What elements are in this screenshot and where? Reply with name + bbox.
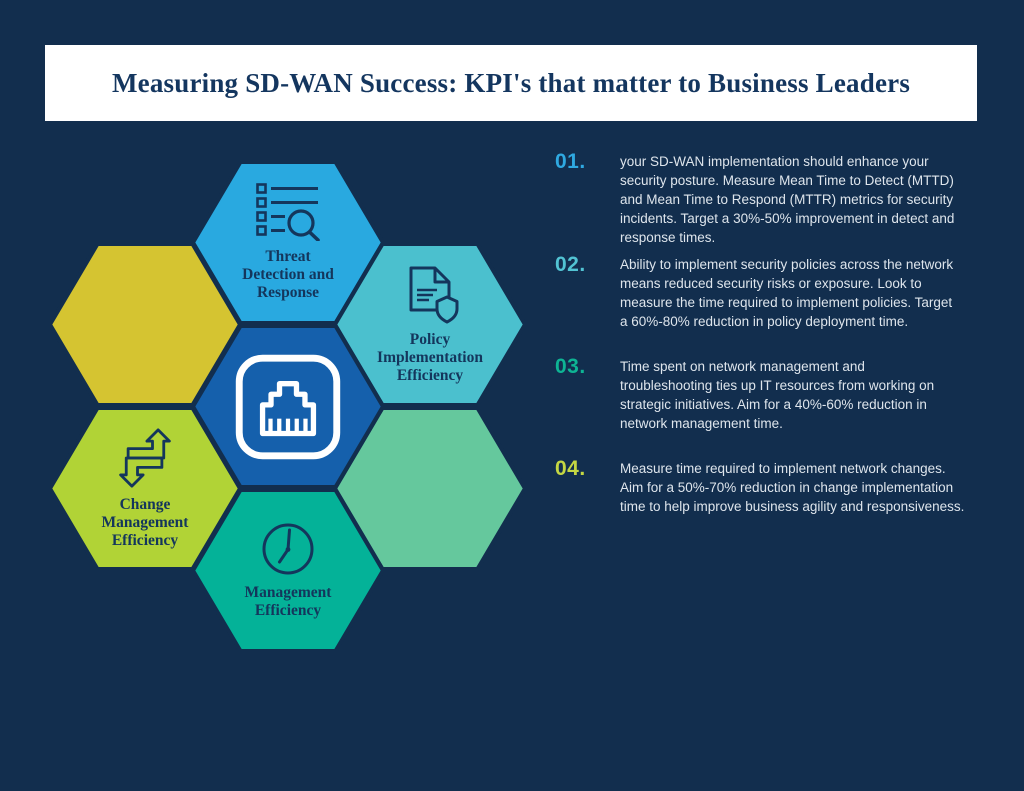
hexagon-shape <box>50 406 240 571</box>
kpi-text: Ability to implement security policies a… <box>620 257 954 329</box>
hexagon-management-efficiency: Management Efficiency <box>193 488 383 653</box>
hexagon-label: Change Management Efficiency <box>101 496 189 549</box>
hexagon-network-center <box>193 324 383 489</box>
hexagon-shape <box>193 160 383 325</box>
document-shield-icon <box>409 266 459 324</box>
kpi-number: 01. <box>555 150 586 173</box>
hexagon-shape <box>50 242 240 407</box>
hexagon-threat-detection: Threat Detection and Response <box>193 160 383 325</box>
hexagon-change-management: Change Management Efficiency <box>50 406 240 571</box>
hexagon-shape <box>193 488 383 653</box>
kpi-text: your SD-WAN implementation should enhanc… <box>620 154 955 245</box>
hexagon-label: Policy Implementation Efficiency <box>377 331 483 384</box>
kpi-number: 03. <box>555 355 586 378</box>
hexagon-gold-blank <box>50 242 240 407</box>
kpi-text: Measure time required to implement netwo… <box>620 461 965 514</box>
ethernet-port-icon <box>235 354 341 459</box>
kpi-number: 04. <box>555 457 586 480</box>
kpi-number: 02. <box>555 253 586 276</box>
hexagon-label: Threat Detection and Response <box>242 248 334 301</box>
title-banner: Measuring SD-WAN Success: KPI's that mat… <box>45 45 977 121</box>
hexagon-label: Management Efficiency <box>244 584 332 619</box>
page-title: Measuring SD-WAN Success: KPI's that mat… <box>111 67 911 98</box>
swap-arrows-icon <box>119 428 171 488</box>
clock-icon <box>262 523 314 575</box>
kpi-text: Time spent on network management and tro… <box>620 359 935 431</box>
checklist-search-icon <box>256 183 320 242</box>
